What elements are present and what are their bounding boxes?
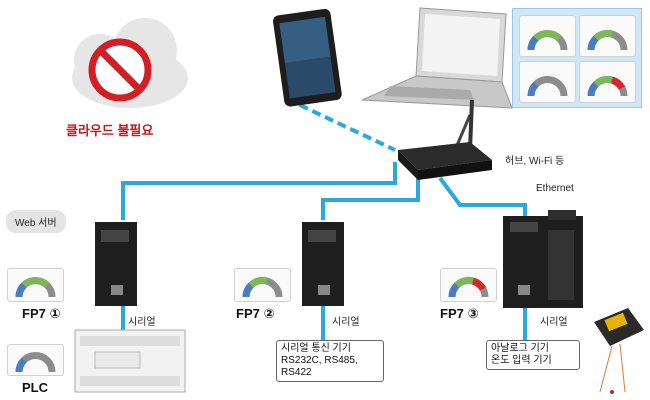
serial-device-line-1: 시리얼 통신 기기 bbox=[281, 343, 351, 354]
web-server-bubble: Web 서버 bbox=[6, 210, 66, 233]
serial-label-3: 시리얼 bbox=[540, 317, 568, 328]
plc-unit-icon bbox=[74, 329, 186, 393]
gauge-icon bbox=[527, 76, 568, 97]
dashboard-panel bbox=[512, 8, 642, 108]
node-1-label: FP7 ① bbox=[22, 306, 61, 321]
analog-device-box: 아날로그 기기 온도 입력 기기 bbox=[486, 340, 580, 370]
serial-device-line-2: RS232C, RS485, bbox=[281, 355, 358, 366]
plc-module-icon bbox=[95, 222, 137, 306]
plc-gauge bbox=[7, 344, 64, 376]
hub-label: 허브, Wi-Fi 등 bbox=[505, 156, 565, 167]
dashboard-gauge-2 bbox=[579, 15, 636, 57]
gauge-icon bbox=[527, 30, 568, 51]
ethernet-label: Ethernet bbox=[536, 183, 574, 194]
node-2-label: FP7 ② bbox=[236, 306, 275, 321]
router-icon bbox=[398, 99, 492, 180]
node-gauge-1 bbox=[7, 268, 64, 302]
analog-device-line-1: 아날로그 기기 bbox=[491, 343, 549, 354]
serial-device-box: 시리얼 통신 기기 RS232C, RS485, RS422 bbox=[276, 340, 384, 382]
sensor-icon bbox=[594, 308, 644, 394]
dashboard-gauge-1 bbox=[519, 15, 576, 57]
tablet-icon bbox=[273, 8, 342, 107]
network-lines bbox=[121, 162, 527, 220]
no-entry-icon bbox=[88, 38, 152, 102]
plc-module-icon bbox=[302, 222, 344, 306]
serial-label-2: 시리얼 bbox=[332, 317, 360, 328]
serial-device-line-3: RS422 bbox=[281, 367, 312, 378]
dashboard-gauge-4 bbox=[579, 61, 636, 103]
node-gauge-2 bbox=[234, 268, 291, 302]
serial-label-1: 시리얼 bbox=[128, 317, 156, 328]
wifi-link-dashed bbox=[286, 97, 396, 152]
plc-label: PLC bbox=[22, 380, 48, 395]
gauge-icon bbox=[587, 29, 628, 51]
no-cloud-label: 클라우드 불필요 bbox=[66, 123, 154, 138]
dashboard-gauge-3 bbox=[519, 61, 576, 103]
gauge-icon bbox=[587, 75, 628, 97]
gauge-icon bbox=[15, 352, 56, 373]
gauge-icon bbox=[242, 276, 283, 298]
analog-device-line-2: 온도 입력 기기 bbox=[491, 355, 552, 366]
gauge-icon bbox=[448, 276, 489, 298]
node-3-label: FP7 ③ bbox=[440, 306, 479, 321]
laptop-icon bbox=[361, 7, 513, 109]
plc-module-icon bbox=[503, 210, 583, 308]
gauge-icon bbox=[15, 277, 56, 298]
node-gauge-3 bbox=[440, 268, 497, 302]
